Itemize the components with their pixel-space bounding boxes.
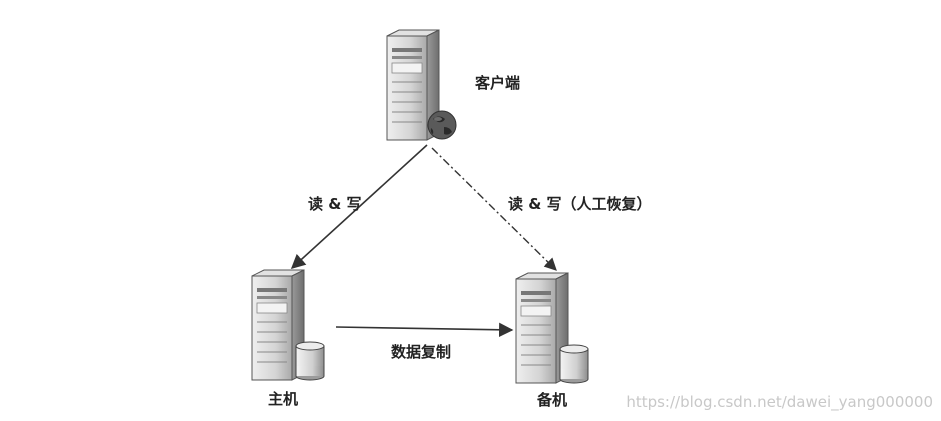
edge-client-to-standby [431,147,557,271]
edge-label-primary-to-standby: 数据复制 [391,343,452,361]
edge-label-client-to-primary: 读 & 写 [308,195,362,213]
edge-label-client-to-standby: 读 & 写（人工恢复） [508,195,652,213]
watermark-url: https://blog.csdn.net/dawei_yang000000 [626,393,933,411]
globe-icon [427,110,457,140]
standby-database-icon [559,344,589,384]
edge-client-to-primary [290,144,428,269]
edge-primary-to-standby [335,322,514,337]
standby-label: 备机 [537,391,568,409]
client-label: 客户端 [475,74,521,92]
primary-label: 主机 [268,390,299,408]
primary-server-icon [251,269,305,381]
standby-server-icon [515,272,569,384]
primary-database-icon [295,341,325,381]
